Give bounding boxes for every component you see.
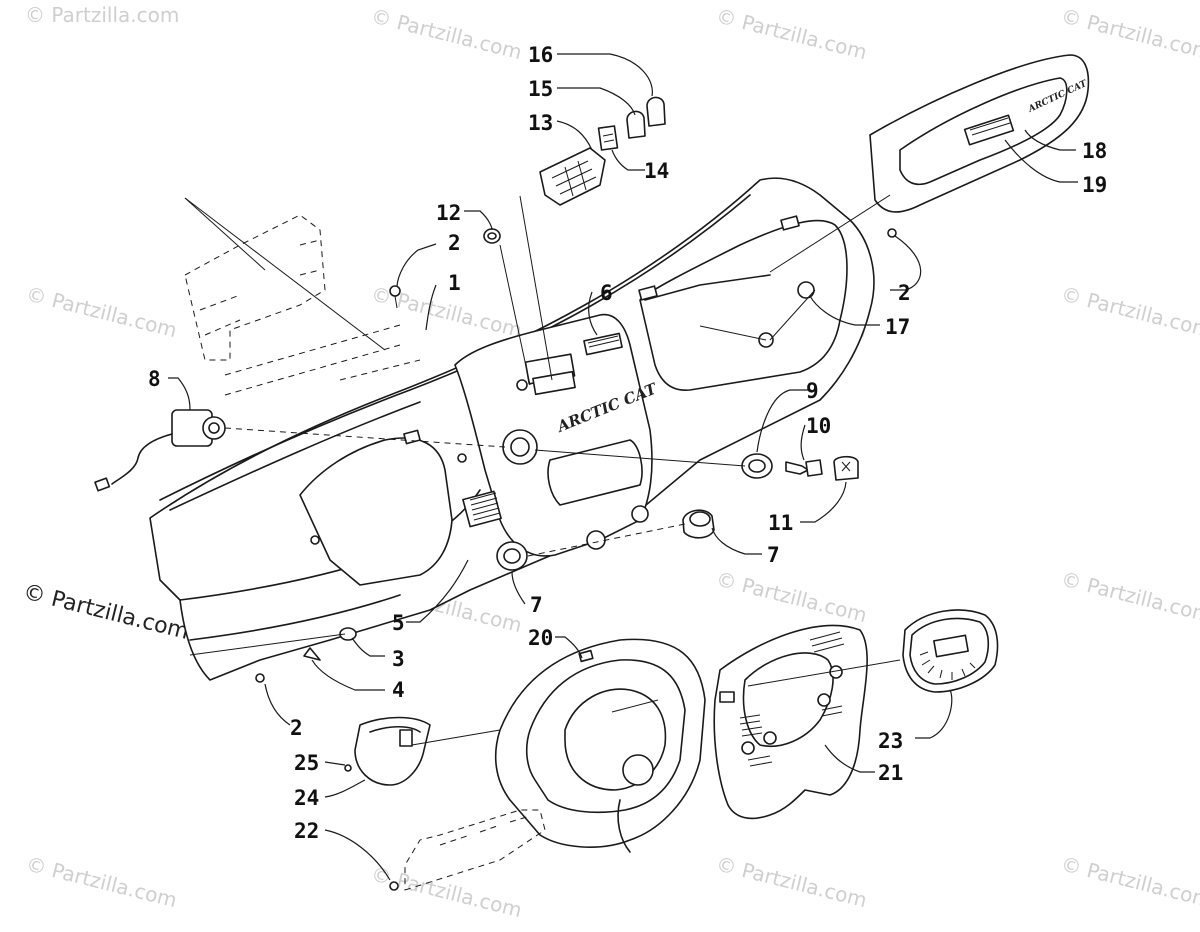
callout-16: 16: [528, 43, 553, 67]
callout-25: 25: [294, 751, 319, 775]
gauge-housing: [494, 638, 706, 853]
key-parts: [741, 453, 859, 481]
callout-21: 21: [878, 761, 903, 785]
watermark: © Partzilla.com: [1059, 852, 1200, 913]
callout-19: 19: [1082, 173, 1107, 197]
watermark: © Partzilla.com: [714, 852, 870, 913]
callout-3: 3: [392, 647, 405, 671]
callout-20: 20: [528, 626, 553, 650]
callout-2b: 2: [898, 281, 911, 305]
callout-8: 8: [148, 367, 161, 391]
watermark: © Partzilla.com: [24, 282, 180, 343]
watermark: © Partzilla.com: [369, 862, 525, 923]
dashboard-assembly: ARCTIC CAT: [149, 177, 875, 681]
watermark: © Partzilla.com: [24, 852, 180, 913]
gauge-bracket: [344, 716, 431, 786]
power-sockets: [496, 509, 715, 571]
callout-11: 11: [768, 511, 793, 535]
watermark: © Partzilla.com: [1059, 4, 1200, 65]
ignition-connector: [94, 409, 226, 492]
callout-6: 6: [600, 281, 613, 305]
callout-14: 14: [644, 159, 669, 183]
speedometer: [902, 609, 999, 693]
callout-5: 5: [392, 611, 405, 635]
fasteners: [255, 228, 897, 891]
watermark: © Partzilla.com: [1059, 567, 1200, 628]
callout-13: 13: [528, 111, 553, 135]
reference-lines: [189, 194, 901, 746]
side-panel: ARCTIC CAT: [869, 54, 1090, 213]
callout-22: 22: [294, 819, 319, 843]
callout-17: 17: [885, 315, 910, 339]
callout-1: 1: [448, 271, 461, 295]
callout-12: 12: [436, 201, 461, 225]
callout-10: 10: [806, 414, 831, 438]
callout-23: 23: [878, 729, 903, 753]
watermark: © Partzilla.com: [369, 4, 525, 65]
callout-7b: 7: [530, 593, 543, 617]
lower-frame: [404, 809, 546, 891]
watermark: © Partzilla.com: [714, 4, 870, 65]
part-callouts: 1 2 2 2 3 4 5 6 7 7 8 9 10 11 12 13 14 1…: [148, 43, 1107, 843]
callout-4: 4: [392, 678, 405, 702]
watermark: © Partzilla.com: [714, 567, 870, 628]
frame-bracket: [184, 197, 421, 396]
watermark-prominent: © Partzilla.com: [21, 580, 192, 645]
watermark: © Partzilla.com: [25, 3, 179, 27]
callout-2a: 2: [448, 231, 461, 255]
switch-cluster: [539, 96, 666, 206]
watermark: © Partzilla.com: [1059, 282, 1200, 343]
callout-24: 24: [294, 786, 319, 810]
callout-18: 18: [1082, 139, 1107, 163]
callout-2c: 2: [290, 716, 303, 740]
callout-9: 9: [806, 379, 819, 403]
knob: [483, 228, 501, 244]
leader-lines: [168, 53, 1078, 881]
callout-7a: 7: [767, 543, 780, 567]
gauge-decal: [713, 624, 868, 820]
callout-15: 15: [528, 77, 553, 101]
